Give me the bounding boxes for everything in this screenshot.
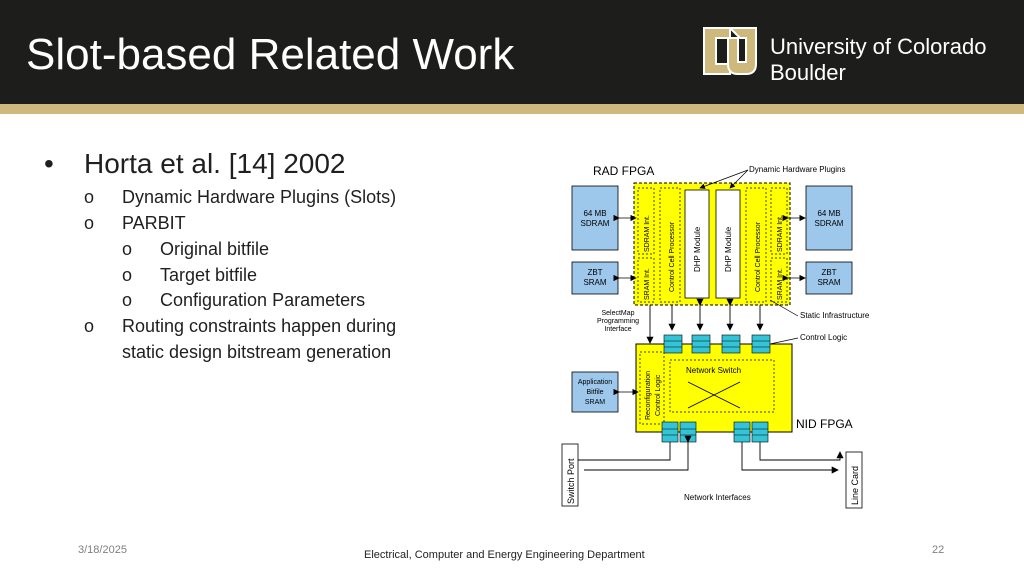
rad-fpga-label: RAD FPGA: [593, 164, 654, 178]
rad-fpga-block: [633, 182, 791, 306]
selectmap-l2: Programming: [597, 318, 639, 325]
line-card-box: [845, 451, 863, 509]
logo-line-1: University of Colorado: [770, 34, 987, 59]
slide-title: Slot-based Related Work: [26, 30, 515, 79]
static-infrastructure-label: Static Infrastructure: [800, 311, 870, 320]
page-number: 22: [932, 544, 945, 556]
network-switch-label: Network Switch: [686, 366, 741, 375]
control-logic-label: Control Logic: [800, 333, 847, 342]
zbt-right: [805, 261, 853, 295]
switch-port-label: Switch Port: [566, 458, 576, 504]
gold-stripe: [0, 104, 1024, 114]
network-interfaces-label: Network Interfaces: [684, 493, 751, 502]
dhp-module-1: [684, 189, 710, 299]
sub-marker: o: [84, 316, 95, 336]
sdram-left-l2: SDRAM: [581, 219, 610, 228]
ccp-right: Control Cell Processor: [755, 221, 762, 292]
sub-item: Dynamic Hardware Plugins (Slots): [122, 187, 397, 207]
sdram-right-l2: SDRAM: [815, 219, 844, 228]
app-l2: Bitfile: [586, 389, 603, 396]
sub-item: Routing constraints happen during: [122, 316, 397, 336]
sub-marker: o: [84, 213, 95, 233]
selectmap-l3: Interface: [604, 326, 631, 333]
sub-item: PARBIT: [122, 213, 186, 233]
ccp-left: Control Cell Processor: [669, 221, 676, 292]
sram-int-right: SRAM Int.: [777, 268, 784, 300]
sdram-int-right: SDRAM Int.: [777, 215, 784, 252]
logo-line-2: Boulder: [770, 60, 846, 85]
subsub-marker: o: [122, 239, 133, 259]
dhp-module-1-label: DHP Module: [693, 226, 702, 272]
app-bitfile-sram: [571, 371, 619, 413]
app-l1: Application: [578, 379, 612, 386]
sdram-left-l1: 64 MB: [583, 209, 606, 218]
sub-marker: o: [84, 187, 95, 207]
nid-fpga-block: [635, 343, 793, 433]
app-l3: SRAM: [585, 399, 605, 406]
dhp-architecture-diagram: RAD FPGA Dynamic Hardware Plugins 64 MB …: [556, 156, 886, 516]
subsub-item: Target bitfile: [160, 265, 258, 285]
sub-item-continuation: static design bitstream generation: [122, 342, 392, 362]
reconfig-l1: Reconfiguration: [645, 371, 652, 420]
line-card-label: Line Card: [850, 466, 860, 505]
zbt-right-l2: SRAM: [817, 278, 840, 287]
dhp-module-2: [715, 189, 741, 299]
bullet-marker: •: [44, 148, 54, 179]
subsub-item: Configuration Parameters: [160, 290, 366, 310]
sram-int-left: SRAM Int.: [644, 268, 651, 300]
footer-department: Electrical, Computer and Energy Engineer…: [364, 549, 645, 561]
dhp-label: Dynamic Hardware Plugins: [749, 165, 845, 174]
footer-date: 3/18/2025: [78, 544, 127, 556]
reconfig-l2: Control Logic: [655, 374, 662, 416]
zbt-left-l1: ZBT: [587, 268, 602, 277]
bullet-main: Horta et al. [14] 2002: [84, 148, 346, 179]
zbt-right-l1: ZBT: [821, 268, 836, 277]
sdram-int-left: SDRAM Int.: [644, 215, 651, 252]
zbt-left-l2: SRAM: [583, 278, 606, 287]
sdram-right-l1: 64 MB: [817, 209, 840, 218]
switch-port-box: [561, 443, 579, 507]
nid-fpga-label: NID FPGA: [796, 417, 853, 431]
subsub-marker: o: [122, 265, 133, 285]
sdram-right: [805, 185, 853, 251]
sdram-left: [571, 185, 619, 251]
title-bar: [0, 0, 1024, 104]
network-switch: [669, 359, 775, 413]
zbt-left: [571, 261, 619, 295]
dhp-module-2-label: DHP Module: [724, 226, 733, 272]
selectmap-l1: SelectMap: [601, 310, 634, 317]
subsub-item: Original bitfile: [160, 239, 270, 259]
subsub-marker: o: [122, 290, 133, 310]
cu-logo-icon: [703, 27, 757, 75]
university-logo-text: University of Colorado Boulder: [770, 34, 986, 86]
